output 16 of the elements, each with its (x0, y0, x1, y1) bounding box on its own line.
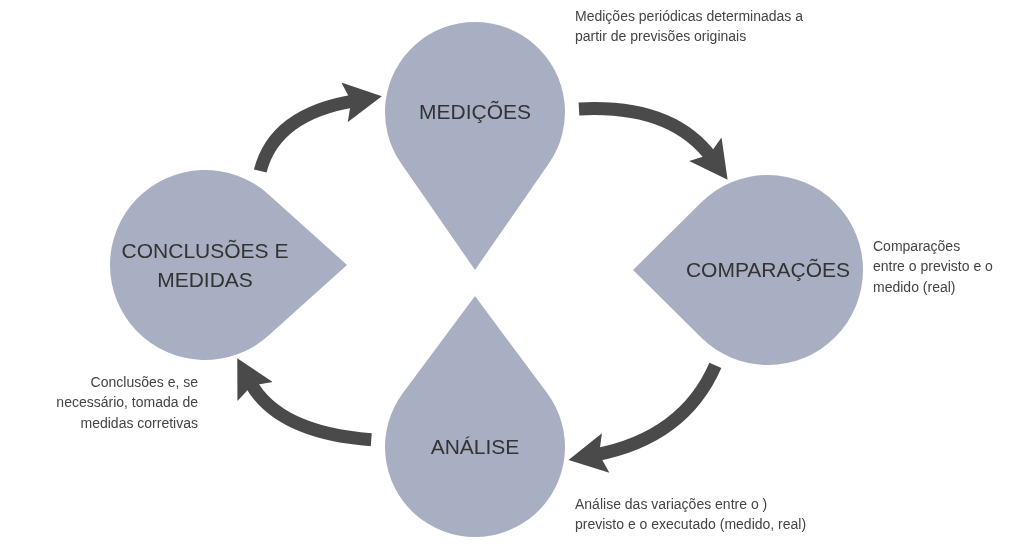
curved-arrow (254, 83, 382, 173)
node-description: Análise das variações entre o ) previsto e o executado (medido, real) (575, 495, 808, 535)
teardrop-shape (633, 175, 863, 365)
node-description: Comparações entre o previsto e o medido (real) (873, 237, 994, 297)
teardrop-shape (385, 22, 565, 270)
node-label: MEDIÇÕES (418, 99, 532, 126)
teardrop-shape (385, 296, 565, 537)
node-label: COMPARAÇÕES (684, 257, 852, 284)
node-description: Conclusões e, se necessário, tomada de medidas corretivas (55, 373, 198, 433)
curved-arrow (568, 362, 722, 473)
curved-arrow (235, 358, 372, 447)
teardrop-shape (110, 170, 347, 360)
node-description: Medições periódicas determinadas a partir de previsões originais (575, 7, 804, 47)
node-label: CONCLUSÕES E MEDIDAS (120, 237, 290, 293)
node-label: ANÁLISE (429, 434, 521, 461)
curved-arrow (578, 102, 729, 180)
